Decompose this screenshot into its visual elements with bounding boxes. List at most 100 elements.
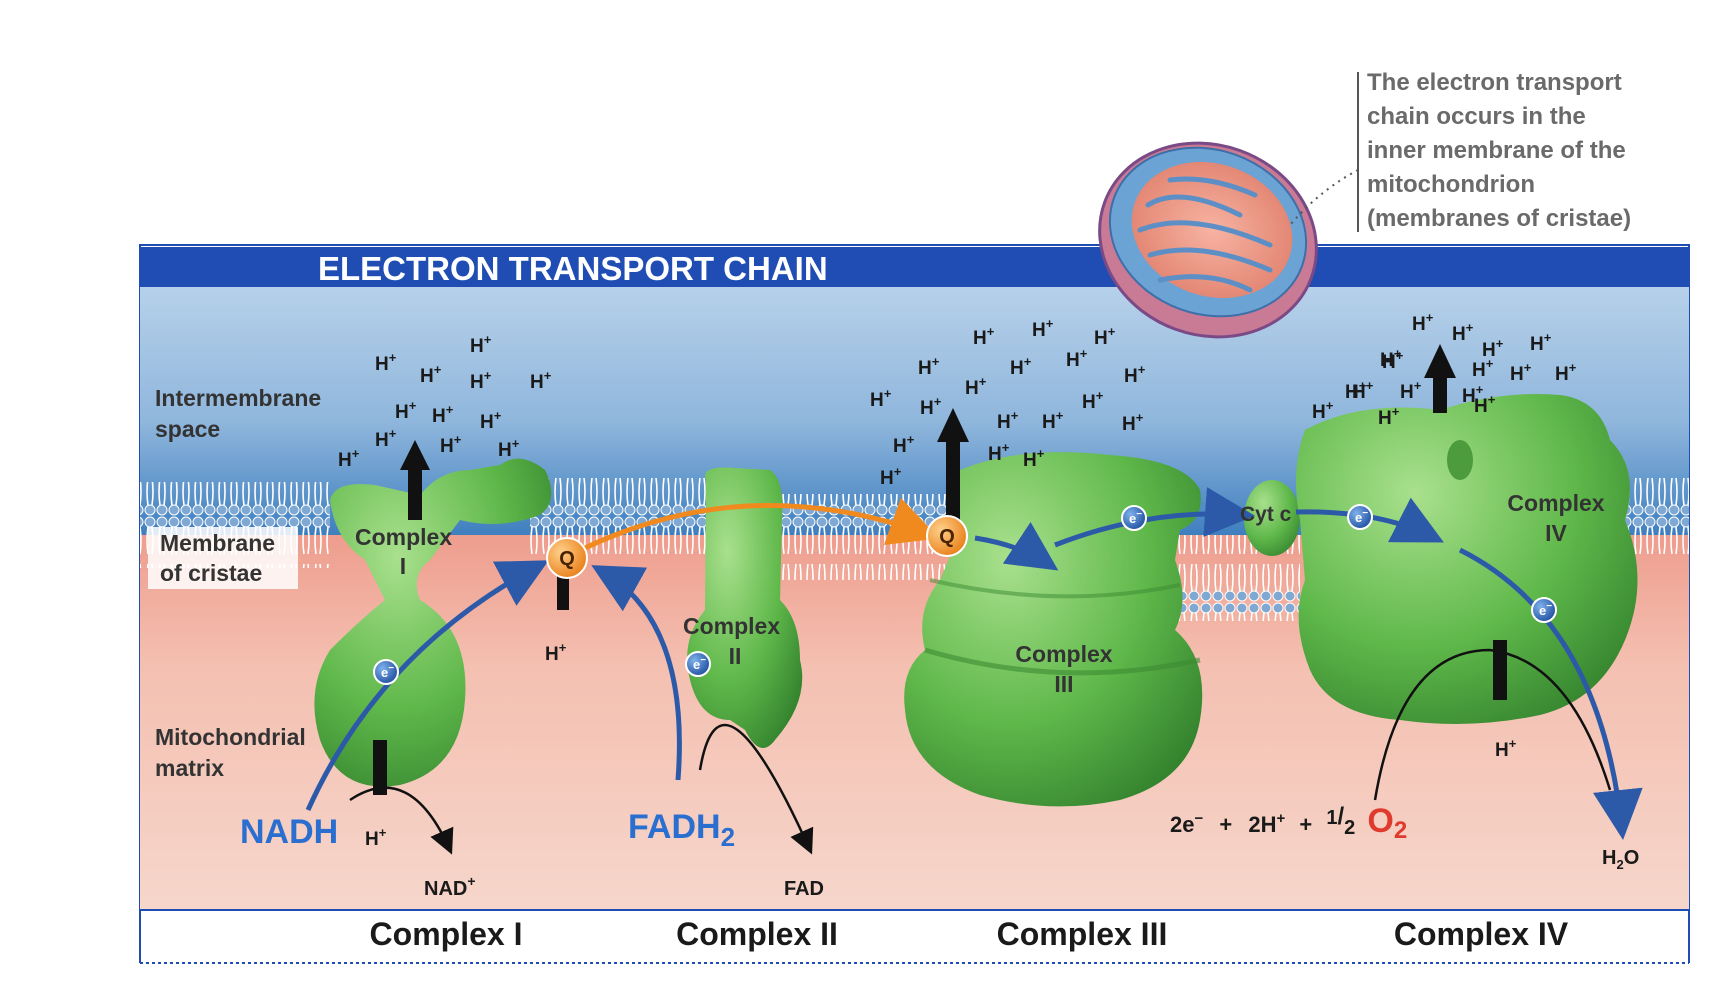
proton-label: H+ bbox=[1023, 446, 1045, 471]
proton-charge: + bbox=[1024, 354, 1032, 369]
q-shuttle-path bbox=[583, 497, 940, 551]
proton-label: H+ bbox=[375, 426, 397, 451]
proton-charge: + bbox=[454, 432, 462, 447]
water-o: O bbox=[1624, 847, 1640, 869]
proton-charge: + bbox=[934, 394, 942, 409]
proton-charge: + bbox=[1056, 408, 1064, 423]
proton-label: H+ bbox=[1530, 330, 1552, 355]
complex-4-protein bbox=[1296, 394, 1638, 724]
proton-charge: + bbox=[512, 436, 520, 451]
electron-badge: e− bbox=[685, 651, 711, 677]
electron-label: e− bbox=[1355, 508, 1368, 525]
bottom-label-complex-3: Complex III bbox=[997, 916, 1168, 952]
proton-symbol: H bbox=[470, 372, 484, 393]
q-carrier-2: Q bbox=[926, 515, 968, 557]
proton-charge: + bbox=[389, 350, 397, 365]
complex-4-numeral: IV bbox=[1545, 520, 1567, 546]
proton-charge: + bbox=[1011, 408, 1019, 423]
proton-label: H+ bbox=[1032, 316, 1054, 341]
electron-charge: − bbox=[1546, 601, 1552, 612]
proton-symbol: H bbox=[1352, 382, 1366, 403]
electron-symbol: e bbox=[1129, 511, 1136, 526]
fadh2-base: FADH bbox=[628, 808, 721, 846]
electron-badge: e− bbox=[1531, 597, 1557, 623]
callout-text: The electron transport chain occurs in t… bbox=[1367, 69, 1631, 232]
proton-symbol: H bbox=[1122, 414, 1136, 435]
nad-base: NAD bbox=[424, 878, 467, 900]
proton-label: H+ bbox=[1312, 398, 1334, 423]
proton-symbol: H bbox=[395, 402, 409, 423]
bottom-label-complex-2: Complex II bbox=[676, 916, 838, 952]
proton-symbol: H bbox=[988, 444, 1002, 465]
proton-label: H+ bbox=[880, 464, 902, 489]
water-h: H bbox=[1602, 847, 1616, 869]
proton-symbol: H bbox=[870, 390, 884, 411]
proton-symbol: H bbox=[1555, 364, 1569, 385]
proton-charge: + bbox=[446, 402, 454, 417]
eq-half-den: 2 bbox=[1344, 817, 1355, 839]
electron-dot bbox=[1347, 504, 1373, 530]
proton-charge: + bbox=[1544, 330, 1552, 345]
proton-charge: + bbox=[1476, 382, 1484, 397]
proton-symbol: H bbox=[1345, 382, 1359, 403]
proton-symbol: H bbox=[375, 354, 389, 375]
proton-charge: + bbox=[1488, 392, 1496, 407]
proton-label: H+ bbox=[893, 432, 915, 457]
complex-4-label: Complex bbox=[1507, 490, 1604, 516]
proton-charge: + bbox=[1136, 410, 1144, 425]
proton-label: H+ bbox=[1380, 346, 1402, 371]
proton-label: H+ bbox=[1382, 348, 1404, 373]
proton-charge: + bbox=[1096, 388, 1104, 403]
proton-label: H+ bbox=[1495, 736, 1517, 761]
proton-symbol: H bbox=[1312, 402, 1326, 423]
membrane-label-box bbox=[148, 527, 298, 589]
proton-label: H+ bbox=[470, 332, 492, 357]
proton-label: H+ bbox=[1472, 356, 1494, 381]
callout-line-2: chain occurs in the bbox=[1367, 103, 1586, 130]
proton-label: H+ bbox=[1066, 346, 1088, 371]
proton-charge: + bbox=[544, 368, 552, 383]
proton-charge: + bbox=[987, 324, 995, 339]
proton-label: H+ bbox=[1462, 382, 1484, 407]
bottom-label-complex-1: Complex I bbox=[370, 916, 523, 952]
proton-symbol: H bbox=[545, 644, 559, 665]
electron-charge: − bbox=[1362, 508, 1368, 519]
proton-label: H+ bbox=[1482, 336, 1504, 361]
title-banner bbox=[140, 247, 1689, 287]
proton-label: H+ bbox=[870, 386, 892, 411]
proton-symbol: H bbox=[365, 829, 379, 850]
water-subscript: 2 bbox=[1616, 857, 1623, 872]
q-label-1: Q bbox=[559, 548, 575, 570]
electron-charge: − bbox=[1136, 509, 1142, 520]
proton-label: H+ bbox=[988, 440, 1010, 465]
proton-charge: + bbox=[484, 368, 492, 383]
fadh2-subscript: 2 bbox=[721, 822, 735, 852]
electron-label: e− bbox=[1539, 601, 1552, 618]
proton-label: H+ bbox=[1452, 320, 1474, 345]
proton-charge: + bbox=[1496, 336, 1504, 351]
callout-line-1: The electron transport bbox=[1367, 69, 1622, 96]
proton-channels bbox=[373, 344, 1507, 795]
electron-symbol: e bbox=[1355, 510, 1362, 525]
proton-label: H+ bbox=[545, 640, 567, 665]
proton-label: H+ bbox=[920, 394, 942, 419]
complex-3-label: Complex bbox=[1015, 641, 1112, 667]
proton-symbol: H bbox=[1530, 334, 1544, 355]
proton-symbol: H bbox=[1462, 386, 1476, 407]
region-label-space: space bbox=[155, 416, 220, 442]
proton-label: H+ bbox=[338, 446, 360, 471]
water-label: H2O bbox=[1602, 847, 1639, 872]
region-label-membrane: Membrane bbox=[160, 530, 275, 556]
proton-symbol: H bbox=[965, 378, 979, 399]
proton-label: H+ bbox=[1042, 408, 1064, 433]
proton-symbol: H bbox=[432, 406, 446, 427]
callout-line-4: mitochondrion bbox=[1367, 171, 1535, 198]
nad-charge: + bbox=[467, 873, 475, 889]
electron-label: e− bbox=[693, 655, 706, 672]
electron-symbol: e bbox=[381, 665, 388, 680]
proton-charge: + bbox=[1366, 378, 1374, 393]
proton-charge: + bbox=[1414, 378, 1422, 393]
proton-label: H+ bbox=[1412, 310, 1434, 335]
complex-2-protein bbox=[687, 467, 803, 748]
proton-symbol: H bbox=[880, 468, 894, 489]
